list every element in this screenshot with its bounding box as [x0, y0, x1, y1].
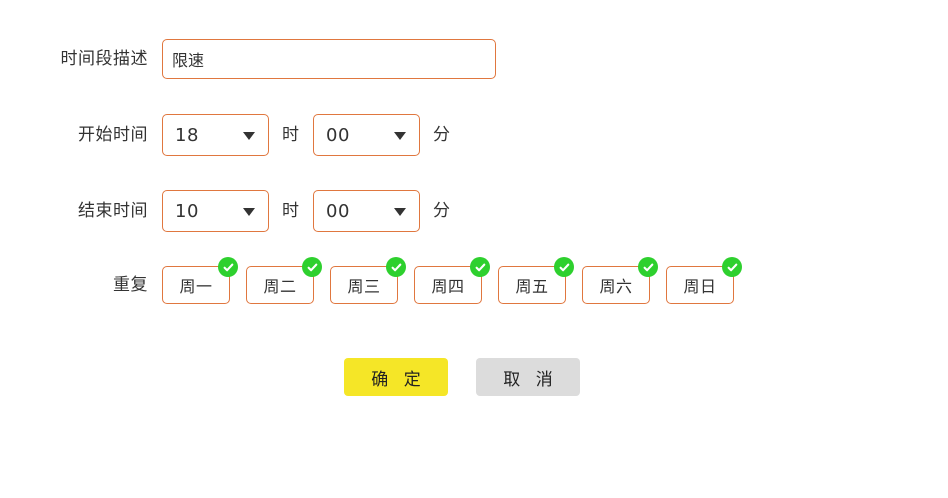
- repeat-row: 重复 周一 周二 周三 周四 周五 周六 周日: [0, 257, 742, 306]
- repeat-day-chip[interactable]: 周六: [582, 257, 658, 304]
- repeat-day-chip[interactable]: 周五: [498, 257, 574, 304]
- check-circle-icon: [386, 257, 406, 277]
- check-circle-icon: [302, 257, 322, 277]
- check-circle-icon: [218, 257, 238, 277]
- check-circle-icon: [722, 257, 742, 277]
- end-hour-value: 10: [175, 200, 199, 222]
- repeat-label: 重复: [113, 275, 148, 295]
- start-minute-value: 00: [326, 124, 350, 146]
- repeat-day-chip[interactable]: 周四: [414, 257, 490, 304]
- start-time-label: 开始时间: [78, 125, 148, 145]
- repeat-day-chip[interactable]: 周三: [330, 257, 406, 304]
- start-hour-select[interactable]: 18: [162, 114, 269, 156]
- repeat-day-label: 周六: [599, 277, 633, 296]
- end-minute-value: 00: [326, 200, 350, 222]
- start-hour-unit: 时: [282, 125, 299, 145]
- description-input[interactable]: [162, 39, 496, 79]
- start-time-row: 开始时间 18 时 00 分: [0, 114, 450, 156]
- repeat-day-label: 周三: [347, 277, 381, 296]
- repeat-day-chip[interactable]: 周日: [666, 257, 742, 304]
- end-minute-select[interactable]: 00: [313, 190, 420, 232]
- repeat-day-chip[interactable]: 周二: [246, 257, 322, 304]
- repeat-day-chip[interactable]: 周一: [162, 257, 238, 304]
- description-row: 时间段描述: [0, 38, 496, 80]
- check-circle-icon: [638, 257, 658, 277]
- end-hour-select[interactable]: 10: [162, 190, 269, 232]
- repeat-day-label: 周四: [431, 277, 465, 296]
- check-circle-icon: [470, 257, 490, 277]
- end-minute-unit: 分: [433, 201, 450, 221]
- repeat-day-label: 周二: [263, 277, 297, 296]
- chevron-down-icon: [243, 132, 255, 140]
- repeat-day-label: 周日: [683, 277, 717, 296]
- action-bar: 确 定 取 消: [344, 358, 580, 396]
- start-minute-select[interactable]: 00: [313, 114, 420, 156]
- chevron-down-icon: [243, 208, 255, 216]
- chevron-down-icon: [394, 208, 406, 216]
- description-label: 时间段描述: [60, 49, 148, 69]
- end-hour-unit: 时: [282, 201, 299, 221]
- start-hour-value: 18: [175, 124, 199, 146]
- repeat-day-label: 周一: [179, 277, 213, 296]
- end-time-row: 结束时间 10 时 00 分: [0, 190, 450, 232]
- check-circle-icon: [554, 257, 574, 277]
- repeat-day-label: 周五: [515, 277, 549, 296]
- confirm-button[interactable]: 确 定: [344, 358, 448, 396]
- end-time-label: 结束时间: [78, 201, 148, 221]
- repeat-day-list: 周一 周二 周三 周四 周五 周六 周日: [162, 257, 742, 304]
- start-minute-unit: 分: [433, 125, 450, 145]
- cancel-button[interactable]: 取 消: [476, 358, 580, 396]
- chevron-down-icon: [394, 132, 406, 140]
